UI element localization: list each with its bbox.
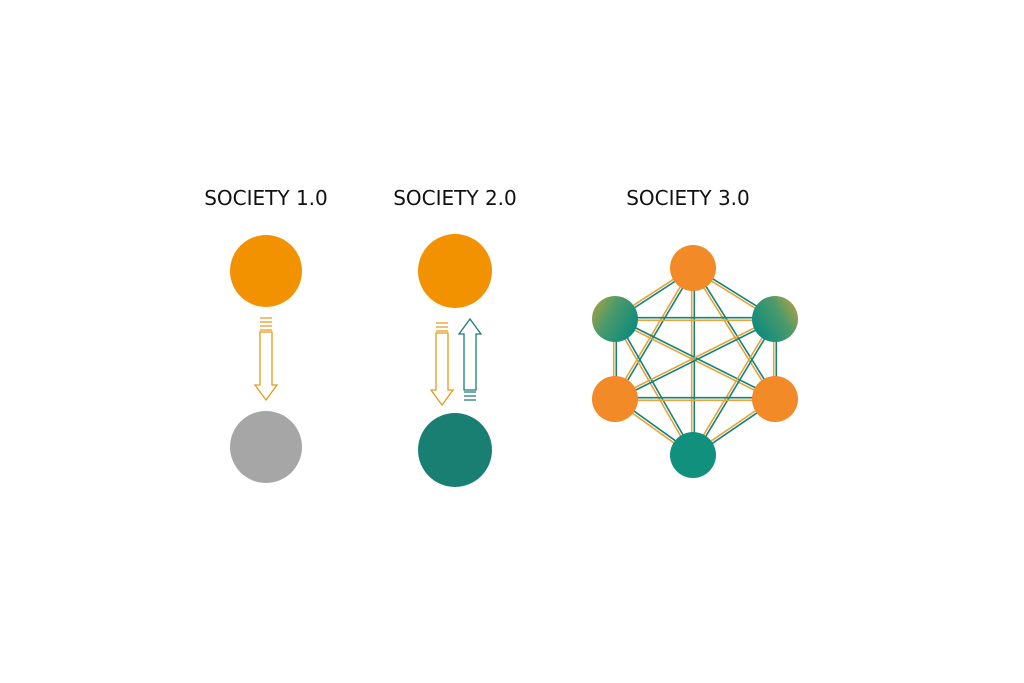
society-3-link-0-3-a (613, 266, 693, 399)
society-3-link-2-3-b (615, 319, 776, 401)
society-2-panel (418, 234, 492, 487)
society-1-title: SOCIETY 1.0 (204, 186, 328, 210)
society-1-bottom-node (230, 411, 302, 483)
society-3-link-0-4-a (691, 268, 775, 401)
society-3-node-lower-left (592, 376, 638, 422)
society-3-node-bottom (670, 432, 716, 478)
society-3-node-top (670, 245, 716, 291)
society-1-panel (230, 235, 302, 483)
society-3-links (612, 266, 778, 457)
society-2-bottom-node (418, 413, 492, 487)
society-3-node-upper-left (592, 296, 638, 342)
society-3-title: SOCIETY 3.0 (626, 186, 750, 210)
society-2-top-node (418, 234, 492, 308)
society-3-node-lower-right (752, 376, 798, 422)
society-3-link-0-3-b (615, 268, 695, 401)
society-2-down-arrow (429, 322, 455, 407)
society-3-panel (592, 245, 798, 478)
society-3-node-upper-right (752, 296, 798, 342)
society-3-link-2-5-b (693, 319, 777, 457)
society-2-up-arrow (457, 317, 483, 401)
society-3-link-1-5-a (613, 319, 693, 457)
society-3-link-2-5-a (691, 317, 775, 455)
society-3-link-0-4-b (693, 266, 777, 399)
society-3-link-1-5-b (615, 317, 695, 455)
society-2-title: SOCIETY 2.0 (393, 186, 517, 210)
society-1-down-arrow (253, 317, 279, 402)
society-3-link-2-3-a (614, 317, 775, 399)
society-1-top-node (230, 235, 302, 307)
